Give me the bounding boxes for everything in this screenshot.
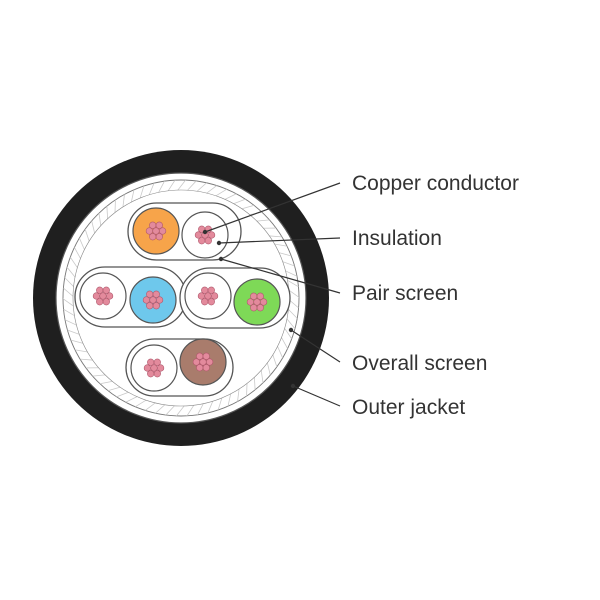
copper-conductor-1	[145, 221, 167, 241]
label-outer-jacket: Outer jacket	[352, 396, 465, 419]
conductor-strand	[147, 370, 155, 378]
conductor-strand	[206, 358, 214, 366]
leader-copper-conductor	[204, 182, 341, 233]
conductor-strand	[194, 231, 202, 239]
conductor-strand	[202, 352, 210, 360]
conductor-strand	[157, 364, 165, 372]
conductor-strand	[260, 298, 268, 306]
leader-pair-screen	[220, 258, 341, 294]
conductor-strand	[198, 237, 206, 245]
copper-conductor-3	[92, 286, 114, 306]
leader-insulation	[218, 237, 341, 244]
conductor-strand	[155, 221, 163, 229]
label-copper-conductor: Copper conductor	[352, 172, 519, 195]
conductor-strand	[208, 231, 216, 239]
conductor-strand	[153, 358, 161, 366]
pair-1	[127, 202, 242, 261]
conductor-strand	[145, 227, 153, 235]
pair-3	[179, 267, 291, 329]
conductor-strand	[143, 364, 151, 372]
conductor-strand	[152, 290, 160, 298]
conductor-strand	[156, 296, 164, 304]
conductor-strand	[102, 298, 110, 306]
conductor-strand	[146, 302, 154, 310]
conductor-strand	[256, 304, 264, 312]
conductor-strand	[105, 292, 114, 300]
conductor-strand	[201, 298, 209, 306]
conductor-strand	[192, 358, 200, 366]
conductor-strand	[96, 286, 104, 294]
conductor-strand	[246, 298, 254, 306]
conductor-strand	[153, 370, 161, 378]
conductor-strand	[147, 358, 155, 366]
copper-conductor-4	[142, 290, 164, 310]
leader-lines	[202, 182, 341, 407]
label-overall-screen: Overall screen	[352, 352, 487, 375]
conductor-strand	[204, 237, 212, 245]
conductor-strand	[207, 298, 215, 306]
conductor-strand	[207, 286, 215, 294]
leader-overall-screen	[290, 329, 341, 363]
conductor-strand	[197, 292, 205, 300]
label-insulation: Insulation	[352, 227, 442, 250]
conductor-strand	[149, 233, 157, 241]
conductor-strand	[146, 290, 154, 298]
conductor-strand	[201, 286, 209, 294]
conductor-strand	[102, 286, 110, 294]
leader-dot-copper-conductor	[202, 229, 208, 235]
copper-conductor-7	[143, 358, 165, 378]
conductor-strand	[211, 292, 219, 300]
conductor-strand	[256, 292, 264, 300]
conductor-strand	[202, 364, 210, 372]
conductor-strand	[96, 298, 104, 306]
leader-dot-insulation	[216, 240, 222, 246]
conductor-strand	[152, 302, 160, 310]
conductor-strand	[196, 352, 204, 360]
leader-dot-overall-screen	[288, 327, 294, 333]
pair-2	[74, 266, 187, 328]
leader-dot-pair-screen	[218, 256, 224, 262]
conductor-strand	[149, 221, 157, 229]
conductor-strand	[250, 304, 258, 312]
label-pair-screen: Pair screen	[352, 282, 458, 305]
conductor-strand	[142, 296, 150, 304]
conductor-strand	[196, 364, 204, 372]
copper-conductor-5	[197, 286, 219, 306]
overall-screen-inner-edge	[62, 179, 300, 417]
conductor-strand	[159, 227, 167, 235]
conductor-strand	[250, 292, 258, 300]
copper-conductor-6	[246, 292, 268, 312]
pair-4	[125, 338, 234, 397]
leader-dot-outer-jacket	[290, 383, 296, 389]
leader-outer-jacket	[292, 385, 341, 407]
conductor-strand	[92, 292, 100, 300]
copper-conductor-8	[192, 352, 214, 372]
conductor-strand	[155, 233, 163, 241]
